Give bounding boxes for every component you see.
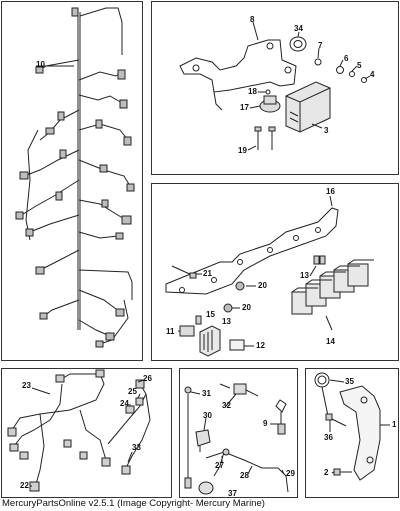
callout-23: 23 [22,381,31,390]
callout-7: 7 [318,41,323,50]
bolt-2 [333,468,352,476]
callout-33: 33 [132,443,141,452]
callout-18: 18 [248,87,257,96]
bolt-36 [325,413,347,427]
callout-15: 15 [206,310,215,319]
leaders-p3 [178,195,333,347]
sensor-37 [198,481,214,495]
fuse-block-15 [199,325,221,357]
wire-9 [275,399,287,435]
callout-36: 36 [324,433,333,442]
callout-6: 6 [344,54,349,63]
bracket-1 [339,385,381,481]
callout-1: 1 [392,420,397,429]
callout-13: 13 [300,271,309,280]
callout-32: 32 [222,401,231,410]
callout-21: 21 [203,269,212,278]
bolts-19 [254,126,276,150]
callout-35: 35 [345,377,354,386]
connector-31 [184,477,192,489]
callout-4: 4 [370,70,375,79]
cap-12 [229,339,245,351]
copyright-footer: MercuryPartsOnline v2.5.1 (Image Copyrig… [2,498,265,509]
callout-24: 24 [120,399,129,408]
callout-30: 30 [203,411,212,420]
callout-34: 34 [294,24,303,33]
adapter-harness-24-26 [107,383,151,469]
nut-20b [223,303,233,313]
sensor-32 [219,383,259,397]
washers [314,58,367,83]
callout-28: 28 [240,471,249,480]
callout-8: 8 [250,15,255,24]
callout-14: 14 [326,337,335,346]
harness-connectors [15,7,135,348]
callout-5: 5 [357,61,362,70]
callout-13-second: 13 [222,317,231,326]
ecm-bracket [179,39,297,111]
callout-20-second: 20 [242,303,251,312]
clip-18 [265,89,271,95]
callout-20: 20 [258,281,267,290]
connector-25 [135,397,144,406]
callout-11: 11 [166,327,175,336]
connector-33 [121,465,131,475]
pin-21-head [189,272,197,279]
sensor-tip-31 [184,386,192,394]
relay-bracket [165,207,339,295]
callout-26: 26 [143,374,152,383]
callout-37: 37 [228,489,237,498]
panel-ecm-mount [151,1,399,175]
grommet-inner [293,40,303,48]
harness-27-28-29 [205,448,289,493]
leaders-p6 [329,379,390,474]
connector-26 [135,379,145,389]
callout-2: 2 [324,468,329,477]
ecm-module [285,81,331,133]
callout-29: 29 [286,469,295,478]
main-wire-harness [19,7,133,345]
nut-20a [235,281,245,291]
callout-19: 19 [238,146,247,155]
callout-31: 31 [202,389,211,398]
lifting-eye-35 [314,372,330,417]
fuse-holders-13 [195,255,326,325]
callout-3: 3 [324,126,329,135]
leaders-p2 [247,21,371,151]
callout-12: 12 [256,341,265,350]
callout-25: 25 [128,387,137,396]
grommet [289,36,307,52]
fuse-11 [179,325,195,337]
leaders-p5 [190,391,285,475]
callout-10: 10 [36,60,45,69]
relays-14 [291,259,374,315]
adapter-harness-23 [11,373,107,485]
sensor-17 [259,95,281,113]
callout-9: 9 [263,419,268,428]
callout-22: 22 [20,481,29,490]
callout-27: 27 [215,461,224,470]
callout-17: 17 [240,103,249,112]
leaders-p4 [30,379,145,487]
sensor-30 [195,429,211,452]
callout-16: 16 [326,187,335,196]
